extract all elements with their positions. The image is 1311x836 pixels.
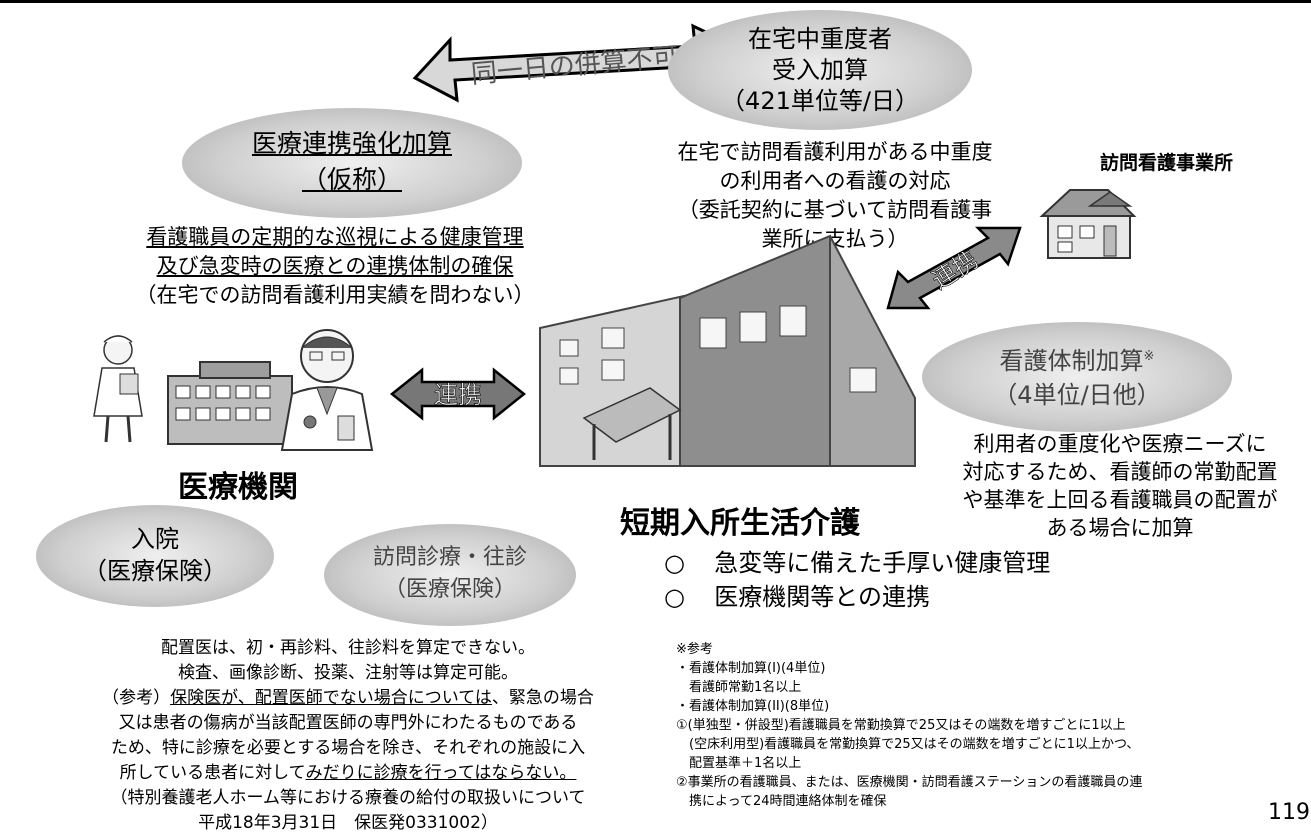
visiting-nursing-office-label: 訪問看護事業所 [1100, 152, 1234, 174]
note-6-prefix: 所している患者に対して [119, 763, 306, 783]
zaitaku-desc-2: の利用者への看護の対応 [719, 169, 951, 193]
bullet-item: ○ 急変等に備えた手厚い健康管理 [664, 546, 1050, 580]
bullet-mark: ○ [664, 583, 685, 611]
ellipse-iryo-renkei: 医療連携強化加算 （仮称） [182, 108, 522, 218]
zaitaku-desc-3: （委託契約に基づいて訪問看護事 [677, 198, 993, 222]
kango-description: 利用者の重度化や医療ニーズに 対応するため、看護師の常勤配置 や基準を上回る看護… [930, 430, 1310, 542]
note-line-8: 平成18年3月31日 保医発0331002） [198, 813, 498, 833]
no-same-day-arrow-label: 同一日の併算不可 [470, 42, 680, 90]
note-3-u1: 保険医が、 [170, 688, 255, 708]
kango-desc-2: 対応するため、看護師の常勤配置 [962, 460, 1278, 484]
note-line-2: 検査、画像診断、投薬、注射等は算定可能。 [178, 663, 518, 683]
note-line-3: （参考）保険医が、配置医師でない場合については、緊急の場合 [48, 686, 648, 711]
iryo-description: 看護職員の定期的な巡視による健康管理 及び急変時の医療との連携体制の確保 （在宅… [85, 223, 585, 310]
iryo-title-2: （仮称） [301, 165, 402, 194]
ellipse-houmon-shinryo: 訪問診療・往診 （医療保険） [324, 524, 576, 626]
nyuin-insurance: （医療保険） [83, 557, 227, 585]
kango-desc-1: 利用者の重度化や医療ニーズに [973, 432, 1267, 456]
iryo-desc-2: 及び急変時の医療との連携体制の確保 [156, 254, 514, 278]
ref-line-2: ・看護体制加算(I)(4単位) [676, 661, 826, 676]
renkei-arrow-left: 連携 [389, 367, 527, 421]
zaitaku-desc-1: 在宅で訪問看護利用がある中重度 [677, 140, 993, 164]
note-3-prefix: （参考） [102, 688, 171, 708]
ref-line-7: 配置基準＋1名以上 [676, 756, 802, 771]
ref-line-5: ①(単独型・併設型)看護職員を常勤換算で25又はその端数を増すごとに1以上 [676, 718, 1126, 733]
zaitaku-description: 在宅で訪問看護利用がある中重度 の利用者への看護の対応 （委託契約に基づいて訪問… [640, 138, 1030, 254]
short-stay-label: 短期入所生活介護 [620, 506, 860, 541]
medical-institution-label: 医療機関 [178, 470, 298, 505]
note-line-6: 所している患者に対してみだりに診療を行ってはならない。 [48, 761, 648, 786]
ref-line-6: (空床利用型)看護職員を常勤換算で25又はその端数を増すごとに1以上かつ、 [676, 737, 1140, 752]
zaitaku-units: （421単位等/日） [721, 87, 919, 115]
kango-title-line: 看護体制加算※ [922, 340, 1232, 378]
bullet-mark: ○ [664, 549, 685, 577]
doctor-illustration [280, 329, 374, 451]
iryo-desc-3: （在宅での訪問看護利用実績を問わない） [85, 281, 585, 310]
note-3-suffix: 、緊急の場合 [491, 688, 594, 708]
ref-line-4: ・看護体制加算(II)(8単位) [676, 699, 830, 714]
short-stay-bullets: ○ 急変等に備えた手厚い健康管理 ○ 医療機関等との連携 [664, 546, 1050, 614]
iryo-desc-1: 看護職員の定期的な巡視による健康管理 [146, 225, 524, 249]
bullet-text: 医療機関等との連携 [714, 583, 930, 611]
bullet-item: ○ 医療機関等との連携 [664, 580, 1050, 614]
iryo-title-1: 医療連携強化加算 [251, 129, 452, 158]
kango-title-1: 看護体制加算 [999, 347, 1144, 375]
note-3-u2: 配置医師でない場合については [254, 688, 492, 708]
zaitaku-title-1: 在宅中重度者 [748, 25, 892, 53]
renkei-arrow-right: 連携 [886, 226, 1022, 310]
note-line-1: 配置医は、初・再診料、往診料を算定できない。 [161, 638, 535, 658]
no-same-day-double-arrow: 同一日の併算不可 [412, 23, 738, 103]
bottom-left-notes: 配置医は、初・再診料、往診料を算定できない。 検査、画像診断、投薬、注射等は算定… [48, 636, 648, 836]
page-number: 119 [1268, 800, 1310, 825]
note-line-4: 又は患者の傷病が当該配置医師の専門外にわたるものである [118, 713, 578, 733]
kango-title-mark: ※ [1143, 349, 1155, 364]
note-line-7: （特別養護老人ホーム等における療養の給付の取扱いについて [110, 788, 586, 808]
note-line-5: ため、特に診療を必要とする場合を除き、それぞれの施設に入 [110, 738, 586, 758]
kango-units: （4単位/日他） [993, 381, 1161, 409]
ref-line-1: ※参考 [676, 642, 713, 657]
ellipse-kango-taisei: 看護体制加算※ （4単位/日他） [922, 322, 1232, 432]
nyuin-title: 入院 [131, 525, 179, 553]
house-icon [1039, 189, 1137, 259]
hospital-building-icon [167, 361, 293, 445]
ellipse-zaitaku-chujudo: 在宅中重度者 受入加算 （421単位等/日） [668, 10, 972, 130]
short-stay-facility-building [539, 234, 916, 467]
ref-line-9: 携によって24時間連絡体制を確保 [676, 794, 887, 809]
ref-line-8: ②事業所の看護職員、または、医療機関・訪問看護ステーションの看護職員の連 [676, 775, 1143, 790]
zaitaku-title-2: 受入加算 [772, 56, 868, 84]
note-6-u: みだりに診療を行ってはならない。 [305, 763, 577, 783]
bottom-right-reference: ※参考 ・看護体制加算(I)(4単位) 看護師常勤1名以上 ・看護体制加算(II… [676, 640, 1276, 811]
kango-desc-4: ある場合に加算 [1046, 516, 1194, 540]
kango-desc-3: や基準を上回る看護職員の配置が [962, 488, 1278, 512]
nurse-illustration [93, 335, 143, 443]
top-border-line [0, 0, 1311, 3]
ref-line-3: 看護師常勤1名以上 [676, 680, 802, 695]
renkei-left-label: 連携 [434, 381, 482, 409]
ellipse-nyuin: 入院 （医療保険） [36, 505, 274, 607]
bullet-text: 急変等に備えた手厚い健康管理 [714, 549, 1051, 577]
iryo-desc-3-text: （在宅での訪問看護利用実績を問わない） [135, 283, 535, 307]
houmon-insurance: （医療保険） [383, 577, 516, 602]
houmon-title: 訪問診療・往診 [372, 545, 527, 570]
